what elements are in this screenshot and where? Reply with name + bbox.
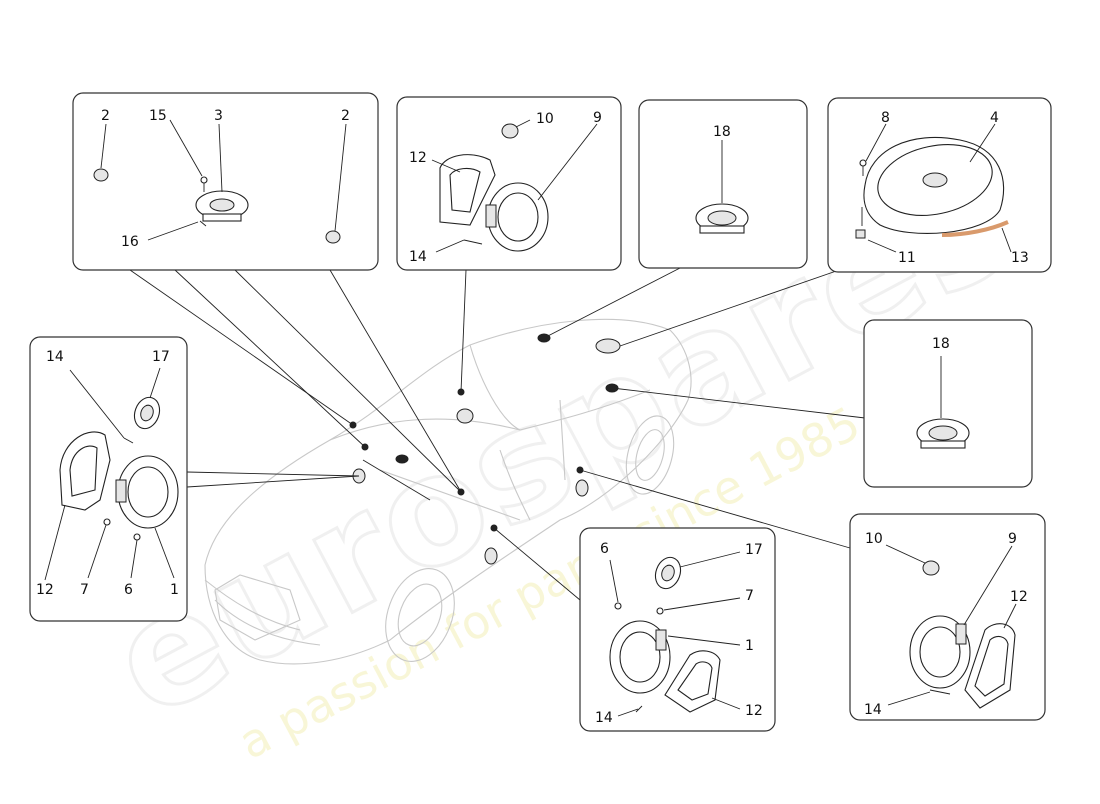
callout-label: 12 [1010, 589, 1028, 605]
callout-label: 17 [152, 349, 170, 365]
leader-lines [129, 267, 866, 601]
bracket-part-12 [59, 431, 111, 511]
tweeter-part-3 [195, 190, 249, 222]
screw-part-15 [200, 176, 208, 192]
bracket-part-12 [664, 650, 721, 713]
clip-part-10 [501, 123, 519, 139]
bracket-part-12 [964, 623, 1016, 709]
callout-label: 9 [593, 110, 602, 126]
callout-label: 14 [409, 249, 427, 265]
callout-label: 15 [149, 108, 167, 124]
callout-label: 4 [990, 110, 999, 126]
callout-label: 6 [600, 541, 609, 557]
speaker-part-18 [916, 418, 970, 449]
callout-label: 10 [536, 111, 554, 127]
callout-label: 10 [865, 531, 883, 547]
callout-label: 8 [881, 110, 890, 126]
box-bottom-mid: 6 17 7 1 14 12 [579, 527, 776, 732]
box-left: 14 17 12 7 6 1 [29, 336, 188, 622]
callout-label: 14 [595, 710, 613, 726]
callout-label: 7 [80, 582, 89, 598]
box-right-mid: 18 [863, 319, 1033, 488]
box-top-right: 8 4 11 13 [827, 97, 1052, 273]
callout-label: 14 [864, 702, 882, 718]
box-top-mid: 10 9 12 14 [396, 96, 622, 271]
callout-label: 12 [745, 703, 763, 719]
clip-part-2b [325, 230, 341, 244]
callout-label: 3 [214, 108, 223, 124]
callout-label: 1 [745, 638, 754, 654]
speaker-part-1 [115, 455, 179, 529]
tweeter-part-17 [133, 396, 161, 430]
callout-label: 1 [170, 582, 179, 598]
callout-label: 2 [101, 108, 110, 124]
callout-label: 17 [745, 542, 763, 558]
callout-label: 14 [46, 349, 64, 365]
tweeter-part-17 [654, 556, 682, 590]
speaker-part-1 [609, 620, 671, 694]
callout-label: 18 [713, 124, 731, 140]
subwoofer-part-4 [863, 136, 1005, 234]
callout-label: 9 [1008, 531, 1017, 547]
callout-label: 2 [341, 108, 350, 124]
callout-label: 16 [121, 234, 139, 250]
nut-part-11 [855, 229, 866, 239]
box-top-left: 2 15 3 2 16 [72, 92, 379, 271]
clip-part-2a [93, 168, 109, 182]
callout-label: 12 [36, 582, 54, 598]
box-top-center: 18 [638, 99, 808, 269]
callout-label: 18 [932, 336, 950, 352]
bracket-part-12 [439, 154, 496, 226]
callout-label: 7 [745, 588, 754, 604]
callout-label: 6 [124, 582, 133, 598]
clip-part-10 [922, 560, 940, 576]
callout-label: 13 [1011, 250, 1029, 266]
seal-part-13 [941, 220, 1009, 237]
car-outline [204, 318, 692, 665]
callout-label: 11 [898, 250, 916, 266]
speaker-part-9 [485, 182, 549, 252]
speaker-part-18 [695, 203, 749, 234]
screw-part-8 [859, 159, 867, 176]
speaker-part-9 [909, 615, 971, 689]
callout-label: 12 [409, 150, 427, 166]
box-bottom-right: 10 9 12 14 [849, 513, 1046, 721]
